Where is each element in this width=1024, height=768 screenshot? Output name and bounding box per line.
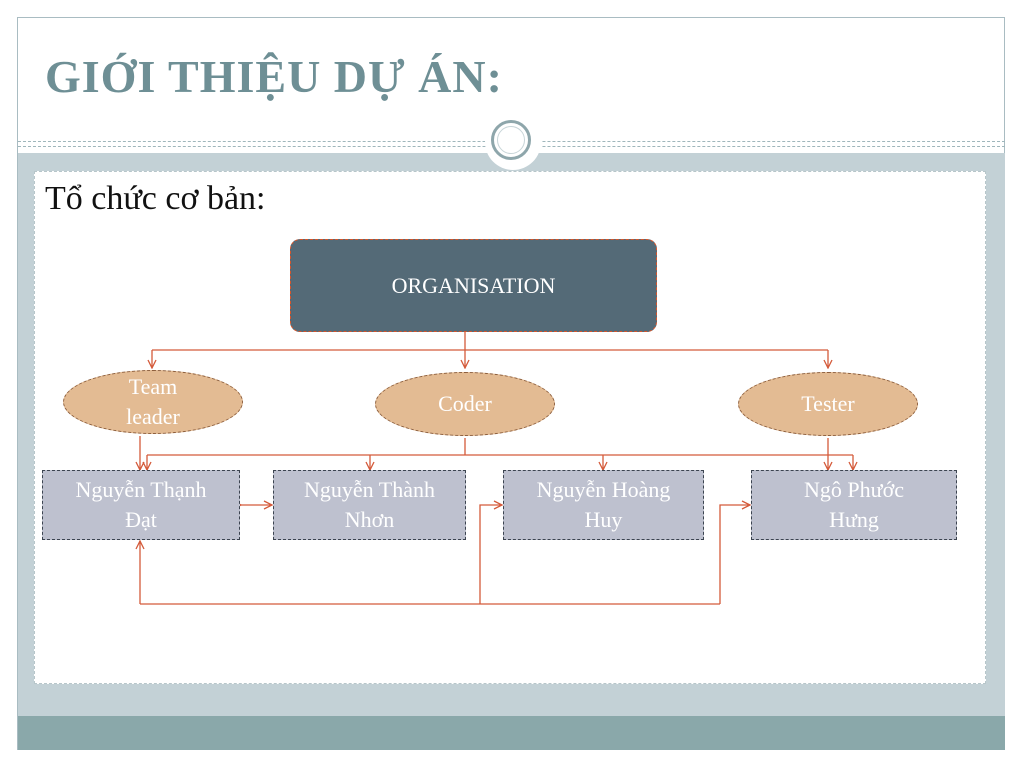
role-node-coder: Coder xyxy=(375,372,555,436)
connector-root-roles xyxy=(152,332,828,351)
role-node-team-leader: Team leader xyxy=(63,370,243,434)
ring-ornament xyxy=(485,114,541,170)
org-root-node: ORGANISATION xyxy=(290,239,657,332)
member-label: Nguyễn Hoàng Huy xyxy=(536,477,671,532)
connector-coder-bus xyxy=(147,438,853,456)
member-node-huy: Nguyễn Hoàng Huy xyxy=(503,470,704,540)
org-root-label: ORGANISATION xyxy=(391,272,556,298)
member-label: Ngô Phước Hưng xyxy=(804,477,904,532)
member-label: Nguyễn Thành Nhơn xyxy=(304,477,435,532)
arrow-loop-to-huy xyxy=(479,505,502,604)
slide-title: GIỚI THIỆU DỰ ÁN: xyxy=(45,51,503,102)
role-label: Team leader xyxy=(126,374,180,429)
role-label: Coder xyxy=(438,391,492,416)
member-node-hung: Ngô Phước Hưng xyxy=(751,470,957,540)
footer-band xyxy=(18,716,1005,750)
role-label: Tester xyxy=(801,391,855,416)
member-label: Nguyễn Thạnh Đạt xyxy=(75,477,207,532)
slide-subtitle: Tổ chức cơ bản: xyxy=(45,180,266,217)
role-node-tester: Tester xyxy=(738,372,918,436)
member-node-dat: Nguyễn Thạnh Đạt xyxy=(42,470,240,540)
ring-ornament-inner xyxy=(491,120,531,160)
member-node-nhon: Nguyễn Thành Nhơn xyxy=(273,470,466,540)
arrow-loop-to-hung xyxy=(719,505,750,604)
